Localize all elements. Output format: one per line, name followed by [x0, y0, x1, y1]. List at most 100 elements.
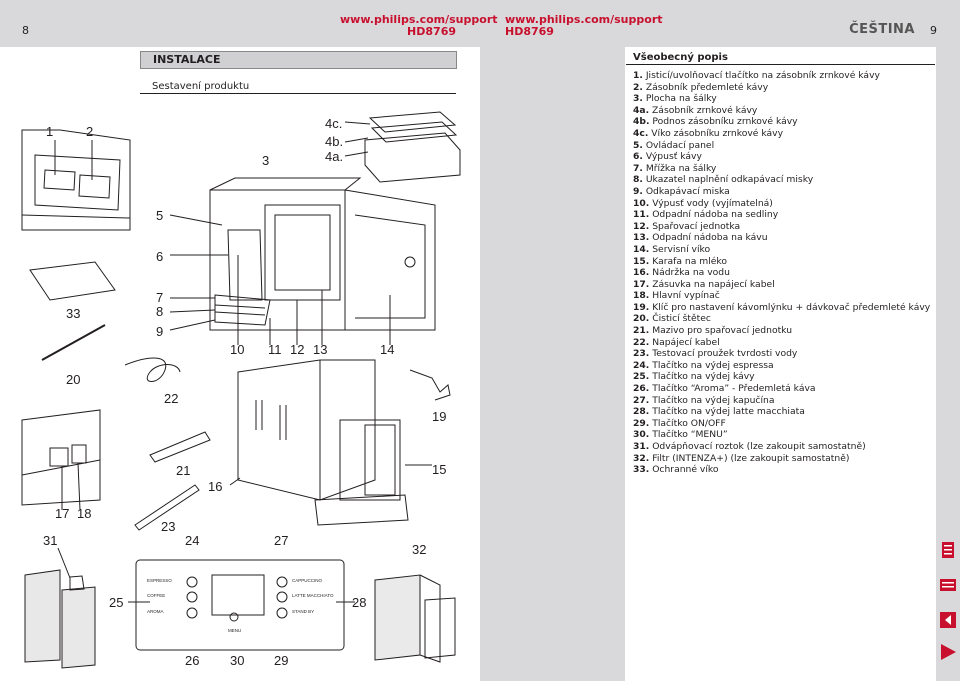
parts-list-item: 27. Tlačítko na výdej kapučína	[633, 395, 930, 407]
parts-item-number: 4a.	[633, 104, 650, 116]
panel-label-cappuccino: CAPPUCCINO	[292, 578, 323, 583]
parts-item-number: 20.	[633, 313, 650, 325]
parts-list-item: 32. Filtr (INTENZA+) (lze zakoupit samos…	[633, 453, 930, 465]
parts-item-text: Napájecí kabel	[652, 336, 720, 348]
callout-13: 13	[313, 342, 328, 357]
callout-16: 16	[208, 479, 223, 494]
parts-list-item: 22. Napájecí kabel	[633, 337, 930, 349]
parts-item-text: Odpadní nádoba na kávu	[652, 232, 768, 244]
callout-4a: 4a.	[325, 149, 344, 164]
parts-list-item: 29. Tlačítko ON/OFF	[633, 418, 930, 430]
parts-item-number: 31.	[633, 441, 650, 452]
parts-list-item: 25. Tlačítko na výdej kávy	[633, 371, 930, 383]
parts-item-text: Tlačítko na výdej kapučína	[652, 394, 775, 406]
subsection-rule	[140, 93, 456, 94]
parts-item-number: 26.	[633, 383, 650, 395]
parts-item-number: 16.	[633, 267, 650, 279]
parts-item-text: Hlavní vypínač	[652, 290, 720, 302]
callout-26: 26	[185, 653, 200, 668]
callout-31: 31	[43, 533, 58, 548]
parts-item-text: Filtr (INTENZA+) (lze zakoupit samostatn…	[652, 452, 850, 464]
parts-item-text: Klíč pro nastavení kávomlýnku + dávkovač…	[652, 301, 931, 313]
parts-item-number: 1.	[633, 70, 643, 81]
callout-14: 14	[380, 342, 395, 357]
callout-21: 21	[176, 463, 191, 478]
parts-list-item: 24. Tlačítko na výdej espressa	[633, 360, 930, 372]
toc-icon[interactable]	[938, 575, 958, 595]
parts-item-text: Tlačítko na výdej kávy	[652, 371, 755, 383]
callout-12: 12	[290, 342, 305, 357]
parts-item-text: Tlačítko “Aroma” - Předemletá káva	[652, 383, 816, 395]
parts-item-text: Tlačítko ON/OFF	[652, 417, 726, 429]
parts-item-text: Jisticí/uvolňovací tlačítko na zásobník …	[645, 70, 880, 81]
parts-item-number: 5.	[633, 139, 643, 151]
subsection-title: Sestavení produktu	[152, 81, 250, 92]
parts-list-item: 21. Mazivo pro spařovací jednotku	[633, 325, 930, 337]
next-page-icon[interactable]	[938, 642, 958, 662]
parts-list-item: 10. Výpusť vody (vyjímatelná)	[633, 198, 930, 210]
callout-4c: 4c.	[325, 116, 343, 131]
parts-item-text: Ochranné víko	[652, 464, 719, 476]
parts-item-number: 9.	[633, 185, 643, 197]
panel-label-latte: LATTE MACCHIATO	[292, 593, 334, 598]
support-link-right[interactable]: www.philips.com/support HD8769	[505, 14, 663, 38]
parts-item-text: Ukazatel naplnění odkapávací misky	[645, 174, 814, 186]
parts-item-text: Výpusť kávy	[645, 151, 702, 163]
callout-25: 25	[109, 595, 124, 610]
callout-10: 10	[230, 342, 245, 357]
cleaning-brush-illustration	[41, 324, 106, 361]
parts-list-item: 3. Plocha na šálky	[633, 93, 930, 105]
parts-item-number: 12.	[633, 220, 650, 232]
parts-list-item: 26. Tlačítko “Aroma” - Předemletá káva	[633, 383, 930, 395]
parts-item-text: Odvápňovací roztok (lze zakoupit samosta…	[652, 441, 866, 452]
parts-item-text: Nádržka na vodu	[652, 267, 730, 279]
parts-item-text: Tlačítko na výdej latte macchiata	[652, 406, 805, 418]
parts-item-number: 22.	[633, 336, 650, 348]
grinder-key-illustration	[409, 369, 451, 401]
parts-list-item: 7. Mřížka na šálky	[633, 163, 930, 175]
right-band	[936, 47, 960, 681]
parts-item-number: 15.	[633, 255, 650, 267]
parts-item-number: 19.	[633, 301, 650, 313]
parts-item-number: 17.	[633, 278, 650, 290]
callout-22: 22	[164, 391, 179, 406]
parts-item-number: 13.	[633, 232, 650, 244]
protective-cover-illustration	[29, 261, 116, 301]
print-icon[interactable]	[938, 540, 958, 560]
parts-item-text: Zásuvka na napájecí kabel	[652, 278, 775, 290]
callout-2: 2	[86, 124, 94, 139]
parts-list-item: 4a. Zásobník zrnkové kávy	[633, 105, 930, 117]
parts-item-text: Ovládací panel	[645, 139, 715, 151]
page-header	[0, 0, 960, 47]
parts-item-text: Spařovací jednotka	[652, 220, 741, 232]
parts-item-number: 6.	[633, 151, 643, 163]
hopper-detail-illustration	[21, 129, 131, 231]
model-right: HD8769	[505, 25, 554, 38]
parts-list-item: 1. Jisticí/uvolňovací tlačítko na zásobn…	[633, 70, 930, 82]
section-bar: INSTALACE	[140, 51, 457, 69]
parts-item-text: Testovací proužek tvrdosti vody	[652, 348, 798, 360]
model-left: HD8769	[407, 25, 456, 38]
parts-list-item: 23. Testovací proužek tvrdosti vody	[633, 348, 930, 360]
parts-list-item: 6. Výpusť kávy	[633, 151, 930, 163]
socket-illustration	[21, 409, 101, 506]
parts-item-number: 11.	[633, 209, 650, 221]
callout-27: 27	[274, 533, 289, 548]
machine-open-illustration	[209, 177, 436, 345]
parts-item-text: Mazivo pro spařovací jednotku	[652, 325, 793, 337]
parts-list-item: 30. Tlačítko “MENU”	[633, 429, 930, 441]
parts-list-item: 19. Klíč pro nastavení kávomlýnku + dávk…	[633, 302, 930, 314]
parts-item-text: Výpusť vody (vyjímatelná)	[652, 197, 773, 209]
callout-7: 7	[156, 290, 164, 305]
support-url-right[interactable]: www.philips.com/support	[505, 13, 663, 26]
callout-24: 24	[185, 533, 200, 548]
prev-page-icon[interactable]	[938, 610, 958, 630]
parts-item-number: 7.	[633, 162, 643, 174]
parts-item-text: Odpadní nádoba na sedliny	[652, 209, 779, 221]
control-panel-illustration	[135, 559, 345, 651]
descaler-bottle-illustration	[24, 569, 96, 669]
parts-item-number: 10.	[633, 197, 650, 209]
callout-15: 15	[432, 462, 447, 477]
parts-item-text: Mřížka na šálky	[645, 162, 717, 174]
panel-label-espresso: ESPRESSO	[147, 578, 172, 583]
